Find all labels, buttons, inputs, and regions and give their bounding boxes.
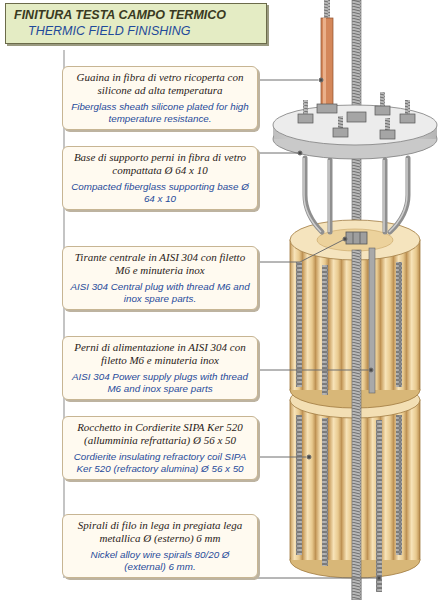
callout-box: Tirante centrale in AISI 304 con filetto… <box>62 246 258 310</box>
italian-description: Rocchetto in Cordierite SIPA Ker 520 (al… <box>69 421 251 447</box>
callout-box: Spirali di filo in lega in pregiata lega… <box>62 514 258 578</box>
english-description: Fiberglass sheath silicone plated for hi… <box>69 101 251 125</box>
title-text: FINITURA TESTA CAMPO TERMICO <box>14 8 258 24</box>
callout-box: Perni di alimentazione in AISI 304 con f… <box>62 336 258 400</box>
english-description: Compacted fiberglass supporting base Ø 6… <box>69 181 251 205</box>
callout-box: Base di supporto perni in fibra di vetro… <box>62 146 258 210</box>
callout-box: Rocchetto in Cordierite SIPA Ker 520 (al… <box>62 416 258 480</box>
italian-description: Perni di alimentazione in AISI 304 con f… <box>69 341 251 367</box>
subtitle-text: THERMIC FIELD FINISHING <box>14 24 258 40</box>
english-description: AISI 304 Power supply plugs with thread … <box>69 371 251 395</box>
english-description: Cordierite insulating refractory coil SI… <box>69 451 251 475</box>
italian-description: Tirante centrale in AISI 304 con filetto… <box>69 251 251 277</box>
english-description: AISI 304 Central plug with thread M6 and… <box>69 281 251 305</box>
callout-box: Guaina in fibra di vetro ricoperta con s… <box>62 66 258 130</box>
title-box: FINITURA TESTA CAMPO TERMICOTHERMIC FIEL… <box>5 3 267 44</box>
english-description: Nickel alloy wire spirals 80/20 Ø (exter… <box>69 549 251 573</box>
italian-description: Guaina in fibra di vetro ricoperta con s… <box>69 71 251 97</box>
italian-description: Base di supporto perni in fibra di vetro… <box>69 151 251 177</box>
italian-description: Spirali di filo in lega in pregiata lega… <box>69 519 251 545</box>
